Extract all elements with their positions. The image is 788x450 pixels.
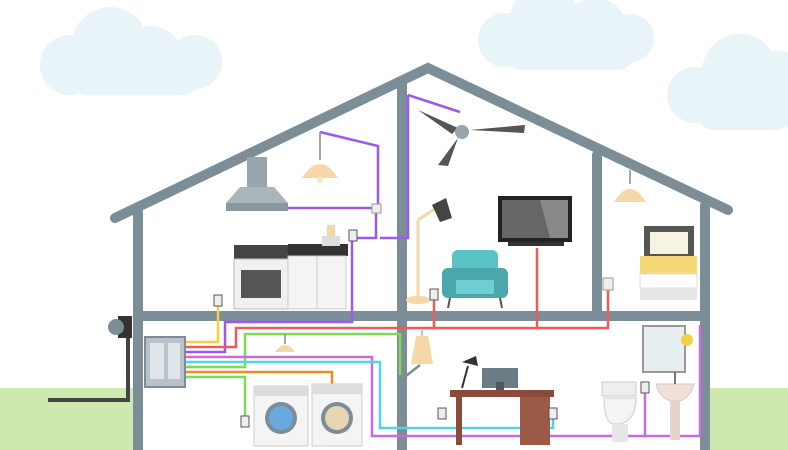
wire-cyan [185, 360, 555, 430]
floor-lamp-icon[interactable] [406, 198, 452, 304]
wire-green-2 [185, 375, 247, 420]
wiring [185, 93, 702, 438]
grass-left [0, 388, 140, 450]
wire-purple-4 [380, 95, 410, 240]
wire-red [185, 284, 610, 349]
outlet-icon[interactable] [429, 288, 439, 301]
sink-icon [655, 372, 695, 440]
kitchen-cabinet-icon [287, 244, 348, 310]
armchair-icon [442, 250, 508, 309]
switch-icon[interactable] [602, 277, 614, 291]
outlet-icon[interactable] [348, 229, 358, 242]
cloud-icon [40, 7, 222, 95]
wire-magenta [185, 325, 702, 438]
dryer-icon[interactable] [311, 383, 363, 447]
pendant-lamp-icon [614, 170, 646, 202]
wire-purple [288, 130, 380, 210]
bed-icon [639, 226, 698, 300]
toilet-icon [601, 381, 637, 442]
pendant-lamp-icon [275, 334, 295, 352]
wire-lamp [405, 364, 421, 377]
outlet-icon[interactable] [213, 294, 223, 307]
floor-lamp-icon[interactable] [411, 330, 433, 364]
meter-icon [48, 316, 132, 402]
electrical-panel-icon[interactable] [144, 336, 186, 388]
desk-icon [450, 390, 554, 445]
desk-lamp-icon [461, 356, 478, 389]
house-frame [110, 62, 733, 450]
stove-icon[interactable] [233, 245, 289, 310]
range-hood-icon [226, 157, 288, 211]
wire-orange [185, 370, 334, 385]
wire-purple-2 [352, 208, 378, 240]
wire-green [185, 332, 402, 375]
tv-icon[interactable] [498, 196, 572, 246]
outlet-icon[interactable] [640, 381, 650, 394]
outlet-icon[interactable] [240, 415, 250, 428]
washing-machine-icon[interactable] [253, 385, 309, 447]
switch-icon[interactable] [371, 203, 382, 214]
outlet-icon[interactable] [548, 407, 558, 420]
outlet-icon[interactable] [437, 407, 447, 420]
grass-right [703, 388, 788, 450]
wire-purple-3 [407, 93, 461, 114]
mirror-icon [642, 325, 693, 373]
wire-yellow [185, 300, 220, 344]
ceiling-fan-icon[interactable] [418, 110, 525, 166]
toaster-icon[interactable] [322, 225, 340, 246]
computer-icon[interactable] [482, 368, 518, 390]
cloud-icon [478, 0, 654, 70]
pendant-lamp-icon [302, 132, 338, 183]
cloud-icon [667, 34, 788, 130]
wire-purple-5 [185, 238, 354, 354]
